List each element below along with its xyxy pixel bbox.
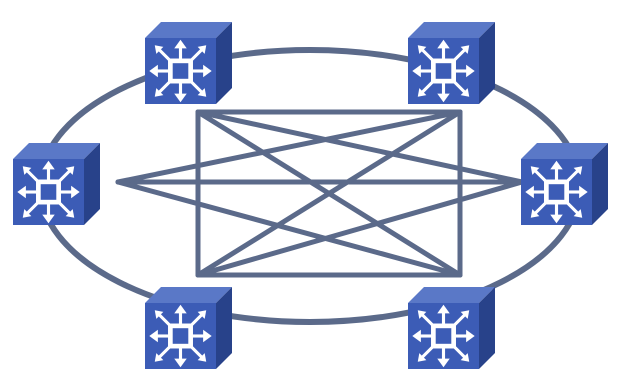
link-switch-left-to-switch-top-right (115, 109, 463, 185)
link-switch-right-to-switch-bottom-left (195, 179, 525, 278)
switch-top-face (408, 22, 495, 38)
switch-side-face (216, 22, 232, 104)
switch-nodes (13, 22, 608, 369)
link-switch-left-to-switch-bottom-right (115, 179, 463, 278)
switch-top-face (521, 143, 608, 159)
switch-top-face (145, 287, 232, 303)
switch-right (521, 143, 608, 225)
switch-left (13, 143, 100, 225)
switch-top-right (408, 22, 495, 104)
switch-side-face (479, 287, 495, 369)
switch-top-left (145, 22, 232, 104)
switch-top-face (145, 22, 232, 38)
switch-bottom-right (408, 287, 495, 369)
mesh-links (115, 109, 525, 278)
switch-side-face (216, 287, 232, 369)
link-switch-top-right-to-switch-bottom-left (195, 109, 463, 278)
switch-side-face (84, 143, 100, 225)
switch-bottom-left (145, 287, 232, 369)
switch-side-face (592, 143, 608, 225)
link-switch-right-to-switch-top-left (195, 109, 525, 185)
switch-side-face (479, 22, 495, 104)
ring-link (37, 47, 583, 325)
switch-top-face (408, 287, 495, 303)
switch-top-face (13, 143, 100, 159)
